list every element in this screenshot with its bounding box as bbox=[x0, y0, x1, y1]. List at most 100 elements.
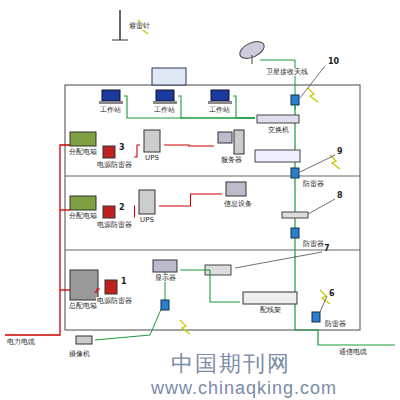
building-outline bbox=[65, 85, 360, 330]
cable-connector bbox=[124, 96, 255, 118]
surge-protector bbox=[312, 312, 320, 322]
monitor-icon bbox=[153, 260, 177, 272]
lightning-bolt bbox=[180, 320, 190, 334]
callout-number: 1 bbox=[120, 278, 128, 286]
cable-connector bbox=[94, 289, 100, 292]
leader-line bbox=[235, 252, 322, 268]
part-label: 防雷器 bbox=[302, 240, 325, 248]
equipment-node: 分配电箱 bbox=[66, 130, 100, 156]
callout-number: 8 bbox=[336, 192, 344, 200]
equipment-label: 电源防雷器 bbox=[96, 221, 133, 229]
server-icon bbox=[234, 130, 244, 154]
part-label: 防雷器 bbox=[302, 180, 325, 188]
distribution-box bbox=[70, 132, 96, 146]
dish-stand bbox=[252, 55, 253, 64]
part-label: 通信电缆 bbox=[338, 348, 368, 356]
laptop-icon bbox=[153, 90, 177, 104]
power-wire bbox=[60, 289, 70, 290]
surge-protector bbox=[291, 168, 299, 178]
cable-connector bbox=[134, 206, 135, 217]
spd-icon bbox=[105, 280, 117, 294]
part-label: 防雷器 bbox=[324, 320, 347, 328]
cable-connector bbox=[233, 96, 255, 118]
main-box bbox=[70, 270, 98, 300]
spd-icon bbox=[103, 146, 115, 158]
power-wire bbox=[60, 209, 70, 210]
patch-panel bbox=[255, 150, 300, 162]
part-label: 电力电缆 bbox=[6, 338, 36, 346]
equipment-label: 工作站 bbox=[208, 106, 231, 114]
lightning-bolt bbox=[308, 88, 318, 102]
watermark: www.chinaqking.com bbox=[150, 378, 338, 398]
surge-protector bbox=[291, 95, 299, 105]
equipment-label: 交换机 bbox=[267, 126, 290, 134]
spd-icon bbox=[103, 206, 115, 218]
equipment-node: 分配电箱 bbox=[66, 194, 100, 220]
equipment-node: 电源防雷器 bbox=[94, 279, 134, 305]
leader-line bbox=[320, 296, 327, 312]
camera-wire bbox=[95, 272, 165, 340]
equipment-label: 工作站 bbox=[99, 106, 122, 114]
surge-protector bbox=[161, 300, 169, 310]
equipment-node: 卫星接收天线 bbox=[262, 66, 312, 76]
equipment-label: 工作站 bbox=[153, 106, 176, 114]
cable-connector bbox=[159, 194, 222, 206]
callout-number: 9 bbox=[336, 148, 344, 156]
equipment-label: 显示器 bbox=[154, 274, 177, 282]
equipment-node: 显示器 bbox=[150, 258, 180, 282]
equipment-node: 电源防雷器 bbox=[94, 145, 134, 169]
equipment-label: 卫星接收天线 bbox=[265, 68, 309, 76]
ups-icon bbox=[139, 190, 155, 214]
laptop-icon bbox=[208, 90, 232, 104]
equipment-label: 总配电箱 bbox=[68, 302, 98, 310]
callout-number: 3 bbox=[118, 144, 126, 152]
equipment-label: 分配电箱 bbox=[68, 148, 98, 156]
device-icon bbox=[226, 182, 246, 196]
camera-icon bbox=[76, 336, 92, 344]
equipment-node: 配线架 bbox=[240, 290, 300, 314]
watermark: 中国期刊网 bbox=[170, 352, 292, 376]
equipment-node: 电源防雷器 bbox=[94, 205, 134, 229]
equipment-node: UPS bbox=[140, 128, 164, 162]
distribution-box bbox=[70, 196, 96, 210]
switch-icon bbox=[257, 115, 299, 123]
cable-connector bbox=[164, 145, 214, 146]
equipment-label: 分配电箱 bbox=[68, 212, 98, 220]
surge-protector bbox=[291, 228, 299, 238]
equipment-label: UPS bbox=[139, 216, 155, 224]
floor-line bbox=[65, 250, 360, 251]
callout-number: 2 bbox=[118, 204, 126, 212]
roof-box bbox=[152, 68, 186, 85]
leader-line bbox=[308, 199, 335, 214]
fiber-box bbox=[282, 212, 308, 218]
equipment-label: 电源防雷器 bbox=[96, 297, 133, 305]
equipment-node: 工作站 bbox=[205, 90, 233, 114]
equipment-label: 配线架 bbox=[259, 306, 282, 314]
equipment-node: 信息设备 bbox=[222, 180, 254, 208]
rack-icon bbox=[243, 292, 297, 304]
laptop-icon bbox=[99, 90, 123, 104]
lightning-bolt bbox=[320, 290, 330, 304]
equipment-label: UPS bbox=[144, 154, 160, 162]
monitor-icon bbox=[218, 132, 232, 143]
rod-base bbox=[112, 40, 128, 41]
ups-icon bbox=[144, 130, 160, 152]
equipment-node: UPS bbox=[135, 188, 159, 224]
equipment-node: 服务器 bbox=[214, 128, 248, 164]
leader-line bbox=[300, 155, 335, 172]
lightning-bolt bbox=[330, 155, 340, 169]
equipment-node: 工作站 bbox=[96, 90, 124, 114]
equipment-node: 交换机 bbox=[255, 114, 301, 134]
cable-connector bbox=[134, 145, 140, 157]
equipment-label: 电源防雷器 bbox=[96, 161, 133, 169]
lightning-rod bbox=[119, 10, 121, 40]
power-cable bbox=[5, 145, 70, 335]
cable-connector bbox=[180, 270, 240, 302]
equipment-node: 工作站 bbox=[150, 90, 178, 114]
equipment-label: 信息设备 bbox=[223, 200, 253, 208]
part-label: 避雷针 bbox=[128, 22, 151, 30]
comm-cable bbox=[295, 330, 395, 345]
equipment-label: 服务器 bbox=[220, 156, 243, 164]
